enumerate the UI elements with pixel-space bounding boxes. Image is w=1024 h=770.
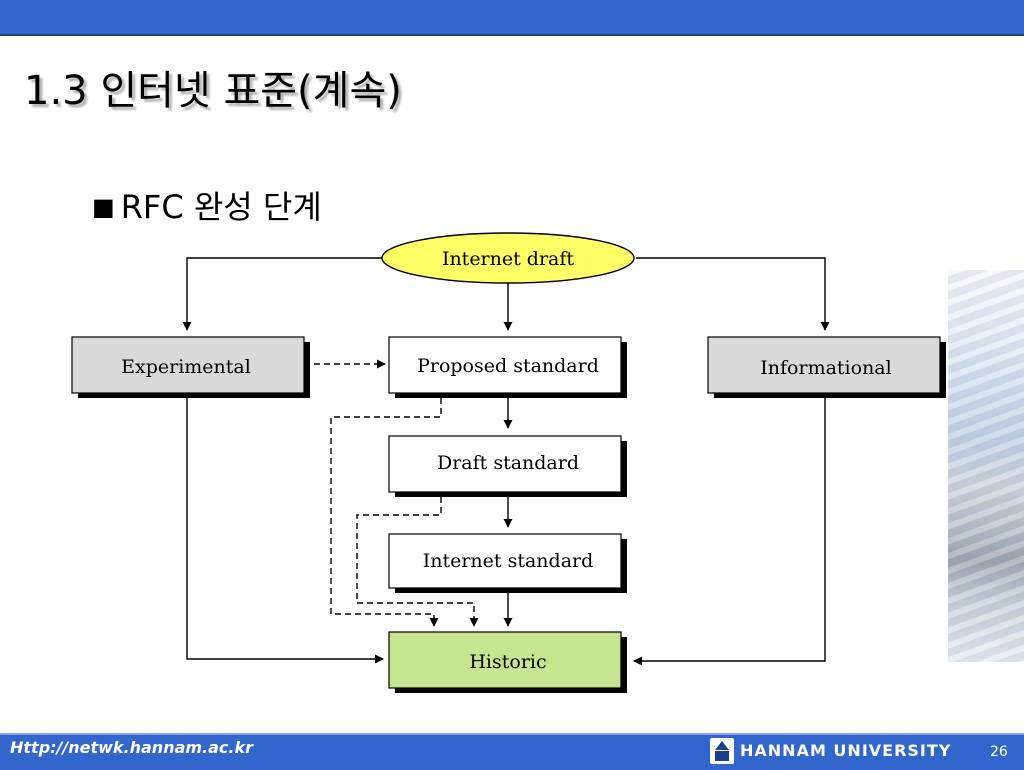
decorative-photo-strip [948, 270, 1024, 662]
footer-bar [0, 733, 1024, 770]
edge-experimental-to-historic [186, 398, 384, 664]
node-informational-label: Informational [760, 357, 891, 379]
node-internet-draft-label: Internet draft [442, 248, 574, 270]
university-logo-icon [710, 738, 734, 764]
node-informational: Informational [707, 336, 946, 398]
edge-informational-to-historic [633, 398, 826, 666]
connectors [182, 257, 830, 666]
node-historic: Historic [388, 631, 627, 693]
node-draft-standard-label: Draft standard [437, 452, 579, 474]
node-draft-standard: Draft standard [388, 435, 627, 497]
node-internet-standard: Internet standard [388, 533, 627, 593]
square-bullet-icon: ■ [92, 193, 115, 221]
bullet-item: ■RFC 완성 단계 [92, 182, 322, 228]
node-experimental-label: Experimental [121, 356, 251, 378]
edge-draft-to-informational [636, 257, 830, 331]
slide-title: 1.3 인터넷 표준(계속) [24, 68, 402, 114]
page-number: 26 [990, 744, 1008, 760]
node-proposed-standard-label: Proposed standard [417, 355, 599, 377]
edge-draftstd-to-historic [356, 497, 479, 627]
edge-proposed-to-historic [330, 398, 442, 627]
top-bar [0, 0, 1024, 36]
footer-url-link[interactable]: Http://netwk.hannam.ac.kr [10, 738, 254, 757]
node-experimental: Experimental [71, 336, 310, 398]
node-historic-label: Historic [469, 651, 546, 673]
bullet-text: RFC 완성 단계 [120, 188, 322, 226]
footer-university-name: HANNAM UNIVERSITY [740, 741, 952, 760]
edge-draft-to-experimental [182, 257, 382, 331]
node-proposed-standard: Proposed standard [388, 336, 627, 398]
node-internet-standard-label: Internet standard [423, 550, 594, 572]
node-internet-draft: Internet draft [381, 232, 635, 284]
